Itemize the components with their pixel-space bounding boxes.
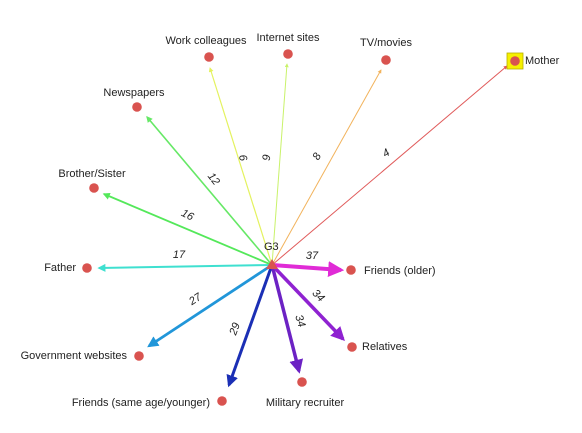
edge-mother xyxy=(271,65,508,266)
node-dot-icon xyxy=(283,49,293,59)
edge-work-colleagues xyxy=(208,67,273,266)
node-dot-icon xyxy=(204,52,214,62)
edge-weight-military-recruiter: 34 xyxy=(292,313,307,328)
node-dot-icon xyxy=(346,265,356,275)
node-label-work-colleagues: Work colleagues xyxy=(165,35,247,47)
edge-brother-sister xyxy=(102,192,273,266)
node-dot-icon xyxy=(217,396,227,406)
node-brother-sister[interactable]: Brother/Sister xyxy=(58,168,126,193)
edge-father xyxy=(97,263,273,272)
node-label-friends-same-age: Friends (same age/younger) xyxy=(72,397,210,409)
node-dot-icon xyxy=(347,342,357,352)
center-label: G3 xyxy=(264,241,279,253)
node-label-mother: Mother xyxy=(525,55,560,67)
node-label-brother-sister: Brother/Sister xyxy=(58,168,126,180)
edge-weight-newspapers: 12 xyxy=(205,171,222,188)
edge-weight-friends-older: 37 xyxy=(306,250,319,262)
center-triangle-icon xyxy=(266,259,278,269)
node-newspapers[interactable]: Newspapers xyxy=(103,87,165,112)
node-label-tv-movies: TV/movies xyxy=(360,37,412,49)
node-dot-icon xyxy=(297,377,307,387)
edge-weight-tv-movies: 8 xyxy=(311,150,325,162)
edge-weight-government-websites: 27 xyxy=(186,291,204,309)
nodes-layer: Mother TV/movies Internet sites Work collea… xyxy=(21,32,560,409)
edge-friends-older xyxy=(271,261,345,278)
center-node[interactable]: G3 xyxy=(264,241,279,269)
node-label-father: Father xyxy=(44,262,76,274)
node-friends-same-age[interactable]: Friends (same age/younger) xyxy=(72,396,227,409)
edge-newspapers xyxy=(146,116,273,266)
node-father[interactable]: Father xyxy=(44,262,92,274)
edge-relatives xyxy=(270,263,345,342)
node-tv-movies[interactable]: TV/movies xyxy=(360,37,412,65)
node-dot-icon xyxy=(89,183,99,193)
node-dot-icon xyxy=(134,351,144,361)
node-mother[interactable]: Mother xyxy=(506,52,560,70)
node-label-relatives: Relatives xyxy=(362,341,408,353)
node-label-government-websites: Government websites xyxy=(21,350,128,362)
edge-weight-father: 17 xyxy=(173,249,186,261)
node-label-military-recruiter: Military recruiter xyxy=(266,397,345,409)
edge-weight-relatives: 34 xyxy=(310,287,327,304)
edge-weight-work-colleagues: 9 xyxy=(238,153,251,162)
node-dot-icon xyxy=(82,263,92,273)
node-dot-icon xyxy=(510,56,520,66)
edge-tv-movies xyxy=(271,69,382,266)
node-relatives[interactable]: Relatives xyxy=(347,341,408,353)
node-dot-icon xyxy=(132,102,142,112)
node-military-recruiter[interactable]: Military recruiter xyxy=(266,377,345,409)
node-government-websites[interactable]: Government websites xyxy=(21,350,144,362)
node-friends-older[interactable]: Friends (older) xyxy=(346,265,436,277)
edge-internet-sites xyxy=(271,63,289,266)
node-label-newspapers: Newspapers xyxy=(103,87,165,99)
edge-weight-friends-same-age: 29 xyxy=(227,321,243,338)
edges-layer xyxy=(97,63,508,388)
node-work-colleagues[interactable]: Work colleagues xyxy=(165,35,247,62)
edge-government-websites xyxy=(147,263,273,348)
edge-weight-mother: 4 xyxy=(381,147,393,160)
node-internet-sites[interactable]: Internet sites xyxy=(257,32,320,59)
edge-weight-brother-sister: 16 xyxy=(179,207,196,224)
edge-friends-same-age xyxy=(226,264,274,388)
node-label-friends-older: Friends (older) xyxy=(364,265,436,277)
node-dot-icon xyxy=(381,55,391,65)
edge-weight-internet-sites: 9 xyxy=(261,154,273,161)
edge-military-recruiter xyxy=(270,264,304,374)
node-label-internet-sites: Internet sites xyxy=(257,32,320,44)
